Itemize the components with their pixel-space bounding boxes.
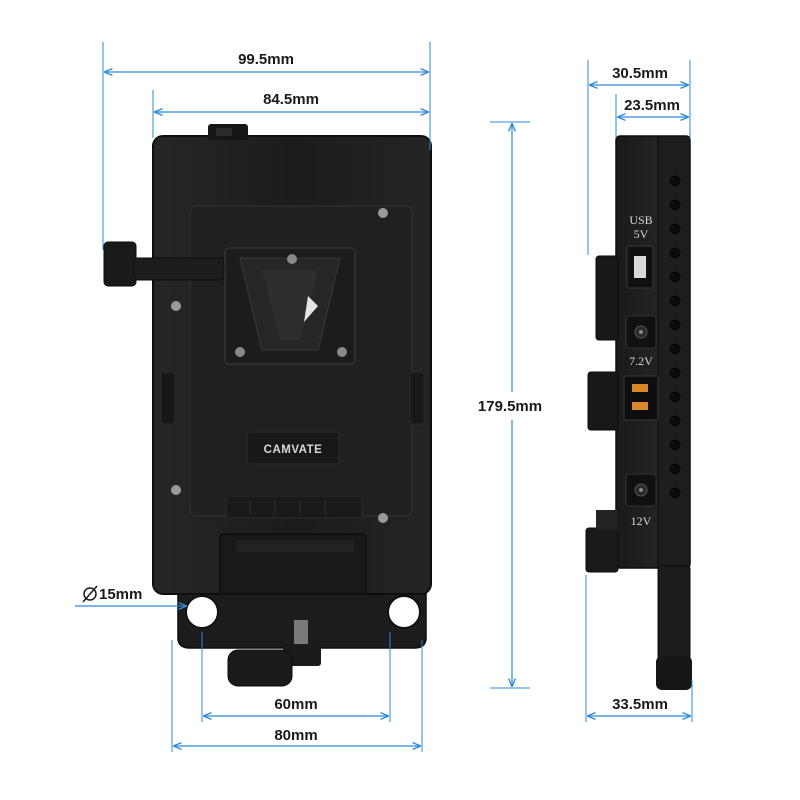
diameter-symbol [83,587,97,601]
dc-12v-label: 12V [631,514,652,528]
screw-top-right [378,208,388,218]
usb-label-bottom: 5V [634,227,649,241]
vent-holes [669,175,681,499]
dim-depth-base: 33.5mm [612,696,668,713]
front-view: CAMVATE [103,124,432,687]
v-mount-plate [224,247,356,365]
rod-clamp-lever [103,241,225,287]
dim-rod-diameter: 15mm [99,586,142,603]
dim-clamp-width: 80mm [274,727,317,744]
clamp-knob [227,620,321,687]
dim-depth-total: 30.5mm [612,65,668,82]
dim-plate-width: 84.5mm [263,91,319,108]
dtap-port [623,375,659,421]
rod-hole-right [387,595,421,629]
dim-overall-width: 99.5mm [238,51,294,68]
brand-badge [246,431,340,465]
dim-rod-spacing: 60mm [274,696,317,713]
usb-label-top: USB [629,213,652,227]
screw-bottom-left [171,485,181,495]
rod-hole-left [185,595,219,629]
screw-bottom-right [378,513,388,523]
dimension-annotations: 99.5mm 84.5mm 179.5mm 15mm 60mm 80mm 30.… [75,42,693,752]
dtap-label: 7.2V [629,354,653,368]
dim-height: 179.5mm [478,398,542,415]
side-view: USB 5V 7.2V 12V [585,135,692,690]
brand-logo-text: CAMVATE [264,444,323,456]
screw-left [171,301,181,311]
dim-depth-body: 23.5mm [624,97,680,114]
